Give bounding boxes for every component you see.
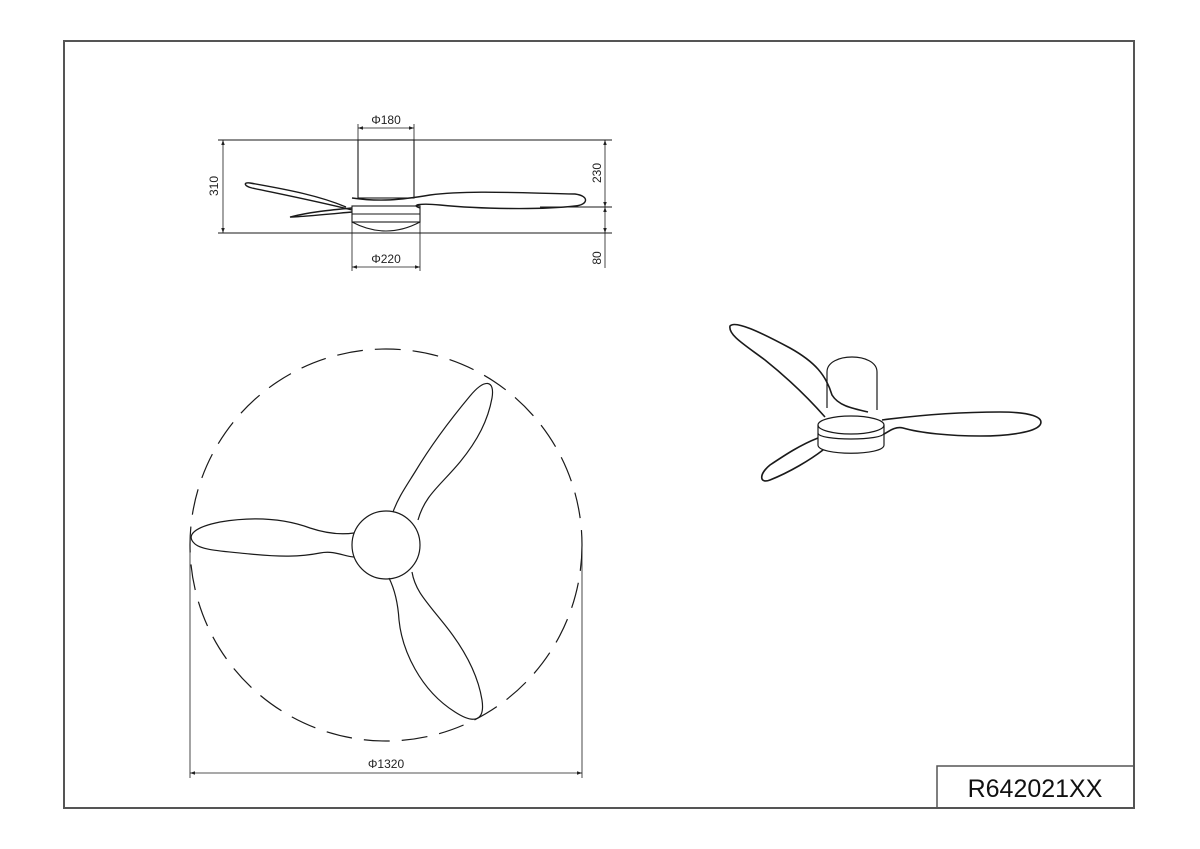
light-dome [351, 221, 421, 232]
top-blade-upper-right [392, 382, 494, 521]
top-blade-left [190, 518, 355, 558]
blade-sweep-circle [189, 348, 583, 742]
model-number: R642021XX [968, 775, 1103, 803]
perspective-canopy [826, 356, 878, 410]
hub [351, 510, 421, 580]
dim-light-diameter: Φ220 [371, 252, 401, 266]
top-blade-lower-right [388, 571, 484, 720]
perspective-blade-right [881, 411, 1042, 437]
dim-upper-height: 230 [590, 163, 604, 183]
side-blade-right [351, 191, 587, 210]
top-view [189, 348, 583, 778]
dim-canopy-diameter: Φ180 [371, 113, 401, 127]
dim-lower-height: 80 [590, 251, 604, 265]
canopy [357, 139, 415, 199]
dim-total-height: 310 [207, 176, 221, 196]
drawing-frame [63, 40, 1135, 809]
side-view [218, 124, 612, 271]
side-blade-left-lower [289, 207, 353, 218]
perspective-blade-lower-left [760, 437, 824, 482]
dim-sweep-diameter: Φ1320 [368, 757, 405, 771]
perspective-blade-upper-left [729, 323, 869, 418]
title-block: R642021XX [936, 765, 1135, 809]
side-blade-left [244, 182, 353, 211]
perspective-view [729, 323, 1042, 482]
